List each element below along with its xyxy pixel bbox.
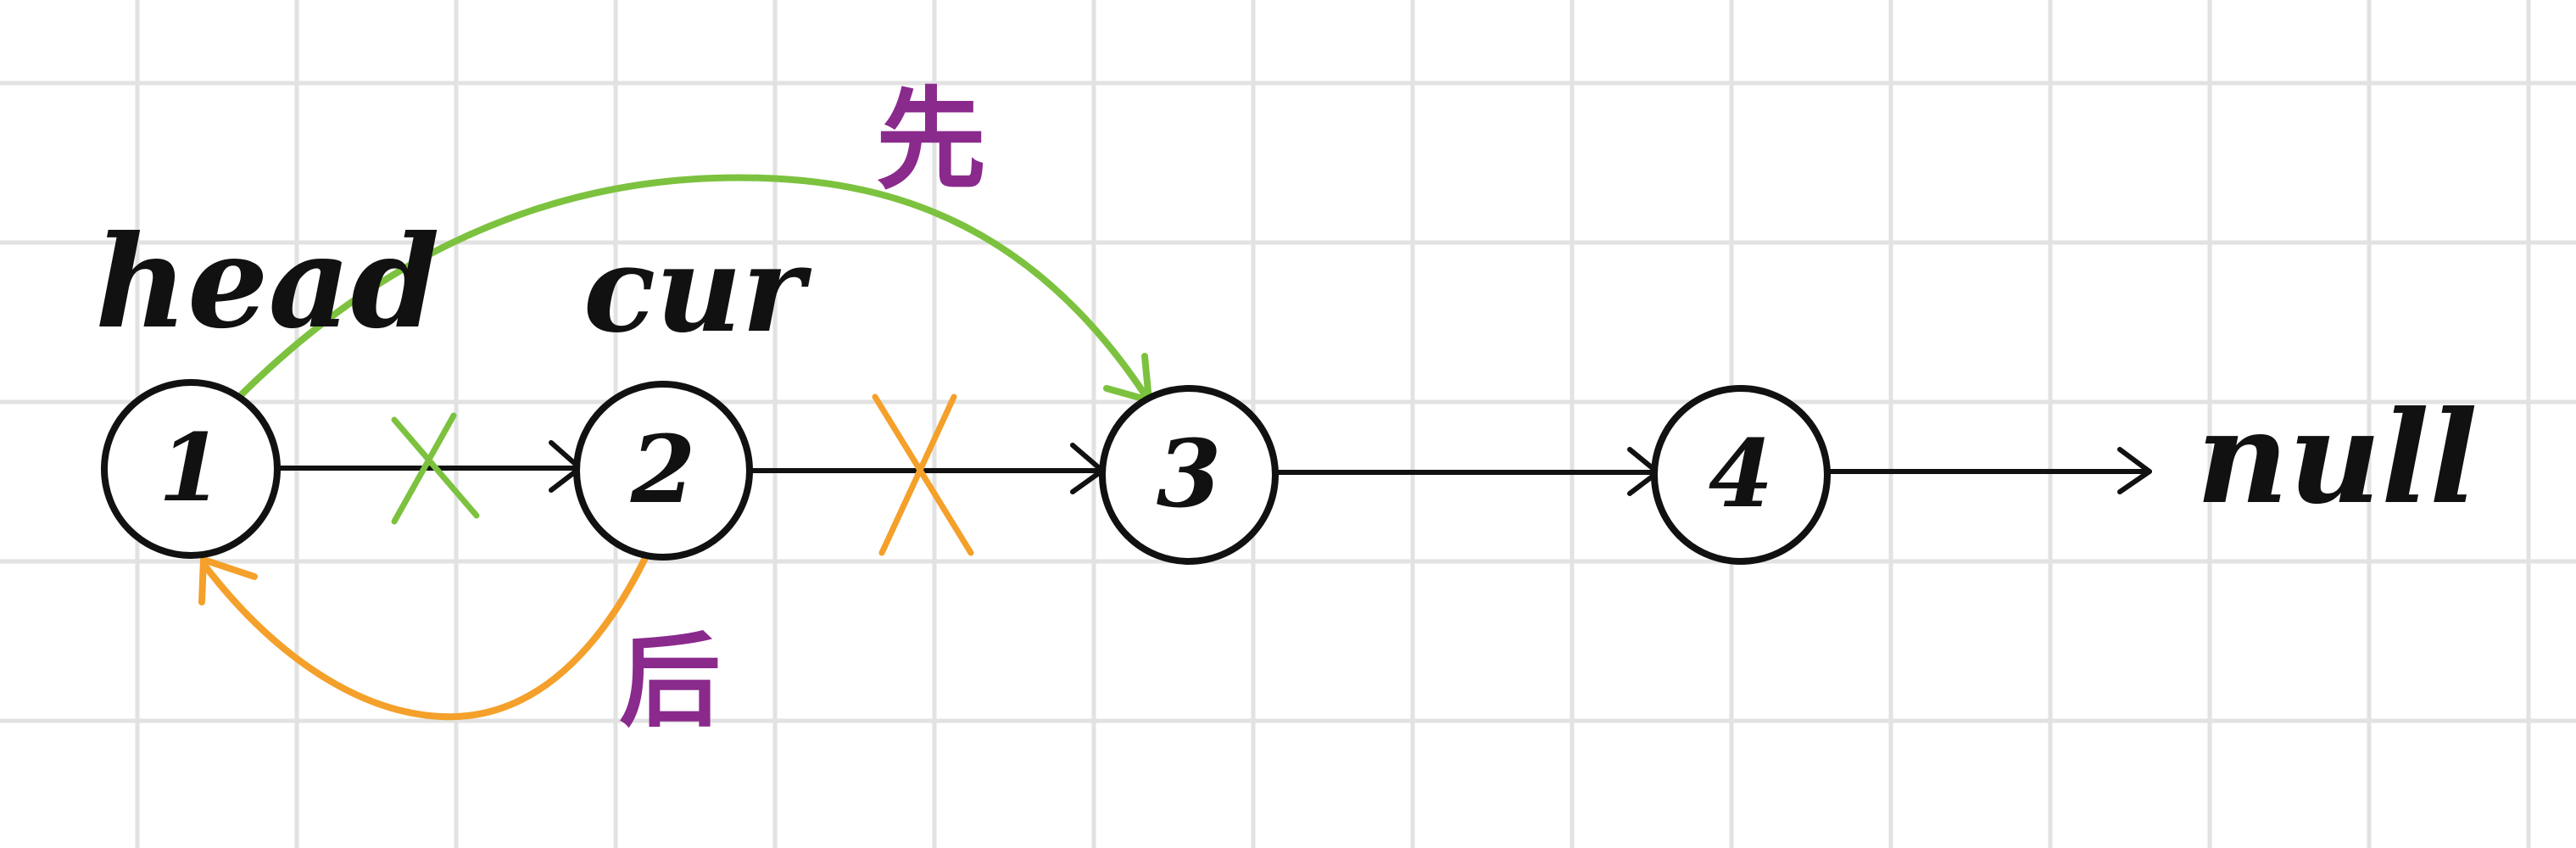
node-2: 2 <box>573 381 753 561</box>
later-step-label: 后 <box>619 623 721 741</box>
node-3-label: 3 <box>1157 419 1222 528</box>
node-1-label: 1 <box>159 413 224 522</box>
node-4: 4 <box>1651 385 1831 565</box>
arrowhead-4-null <box>2117 447 2152 494</box>
orange-cross-mark <box>872 393 974 556</box>
node-1: 1 <box>101 379 281 559</box>
orange-link-arrow <box>198 556 648 721</box>
node-2-label: 2 <box>630 415 696 524</box>
node-3: 3 <box>1099 385 1279 565</box>
first-step-label: 先 <box>876 75 986 204</box>
null-label: null <box>2196 383 2478 533</box>
green-cross-mark <box>391 412 480 525</box>
node-4-label: 4 <box>1709 419 1774 528</box>
head-label: head <box>95 208 440 357</box>
cur-label: cur <box>583 220 812 360</box>
